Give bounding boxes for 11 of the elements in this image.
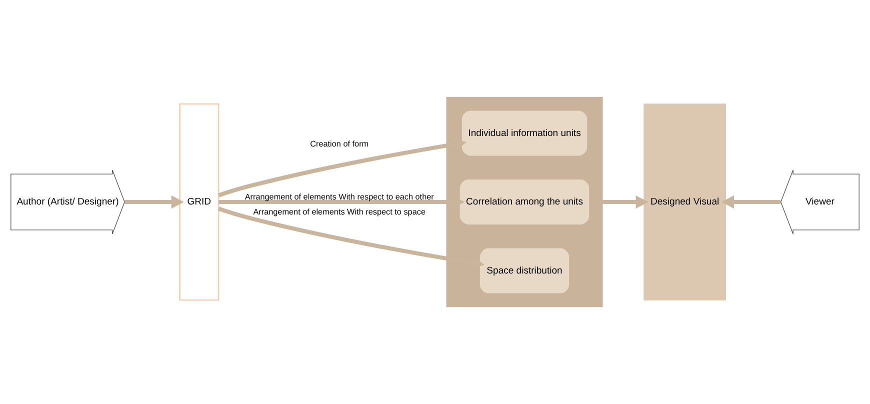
node-box: GRID [179,103,220,301]
node-box: Space distribution [480,248,570,294]
node-box: Correlation among the units [460,180,590,224]
arrow [602,195,648,209]
arrow [124,195,184,209]
node-box: Designed Visual [644,104,726,300]
arrow [218,206,484,270]
arrow [721,195,781,209]
arrow [218,138,466,198]
node-box: Individual information units [462,110,588,156]
cluster [446,96,603,308]
